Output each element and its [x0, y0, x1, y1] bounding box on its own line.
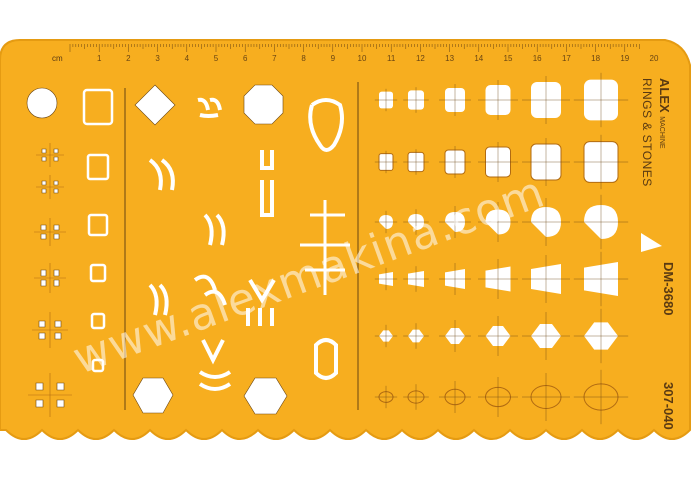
circle-cutout: [26, 87, 58, 119]
ruler-unit-label: cm: [52, 54, 63, 63]
small-stone-marks: [28, 143, 72, 417]
ruler-number: 13: [445, 54, 454, 63]
model-number: DM-3680: [661, 262, 676, 316]
ruler-number: 3: [155, 54, 160, 63]
hexagon-cutout-left: [132, 377, 174, 414]
triangle-cutout: [641, 233, 662, 252]
ruler-number: 8: [301, 54, 306, 63]
stone-grid: [374, 72, 629, 425]
ruler-number: 5: [214, 54, 219, 63]
column-middle-shapes: [134, 84, 350, 415]
octagon-cutout: [243, 84, 284, 125]
ruler-number: 14: [474, 54, 483, 63]
ruler-number: 6: [243, 54, 248, 63]
crosshair-marks: [300, 200, 350, 295]
product-code: 307-040: [661, 382, 676, 430]
ruler-number: 11: [387, 54, 396, 63]
diamond-cutout: [134, 84, 176, 126]
ruler-number: 19: [620, 54, 629, 63]
ruler-number: 2: [126, 54, 131, 63]
ruler-number: 20: [650, 54, 659, 63]
frame-stone-marks: [82, 88, 114, 373]
ruler-number: 15: [504, 54, 513, 63]
ruler-number: 9: [331, 54, 336, 63]
ruler-number: 7: [272, 54, 277, 63]
ruler-number: 10: [358, 54, 367, 63]
brand-subname: MACHINE: [658, 116, 665, 149]
hexagon-cutout-mid: [243, 377, 288, 415]
brand-name: ALEX: [657, 78, 672, 113]
column-left-shapes: [26, 87, 174, 417]
stencil-body: [0, 39, 691, 440]
ruler-number: 17: [562, 54, 571, 63]
ruler-number: 1: [97, 54, 102, 63]
brand-logo-text: ALEX MACHINE: [657, 78, 672, 149]
ruler-number: 12: [416, 54, 425, 63]
ring-band-marks: [148, 97, 344, 391]
ruler-number: 4: [185, 54, 190, 63]
ruler-number: 16: [533, 54, 542, 63]
template-title: RINGS & STONES: [640, 78, 654, 187]
ruler-number: 18: [591, 54, 600, 63]
